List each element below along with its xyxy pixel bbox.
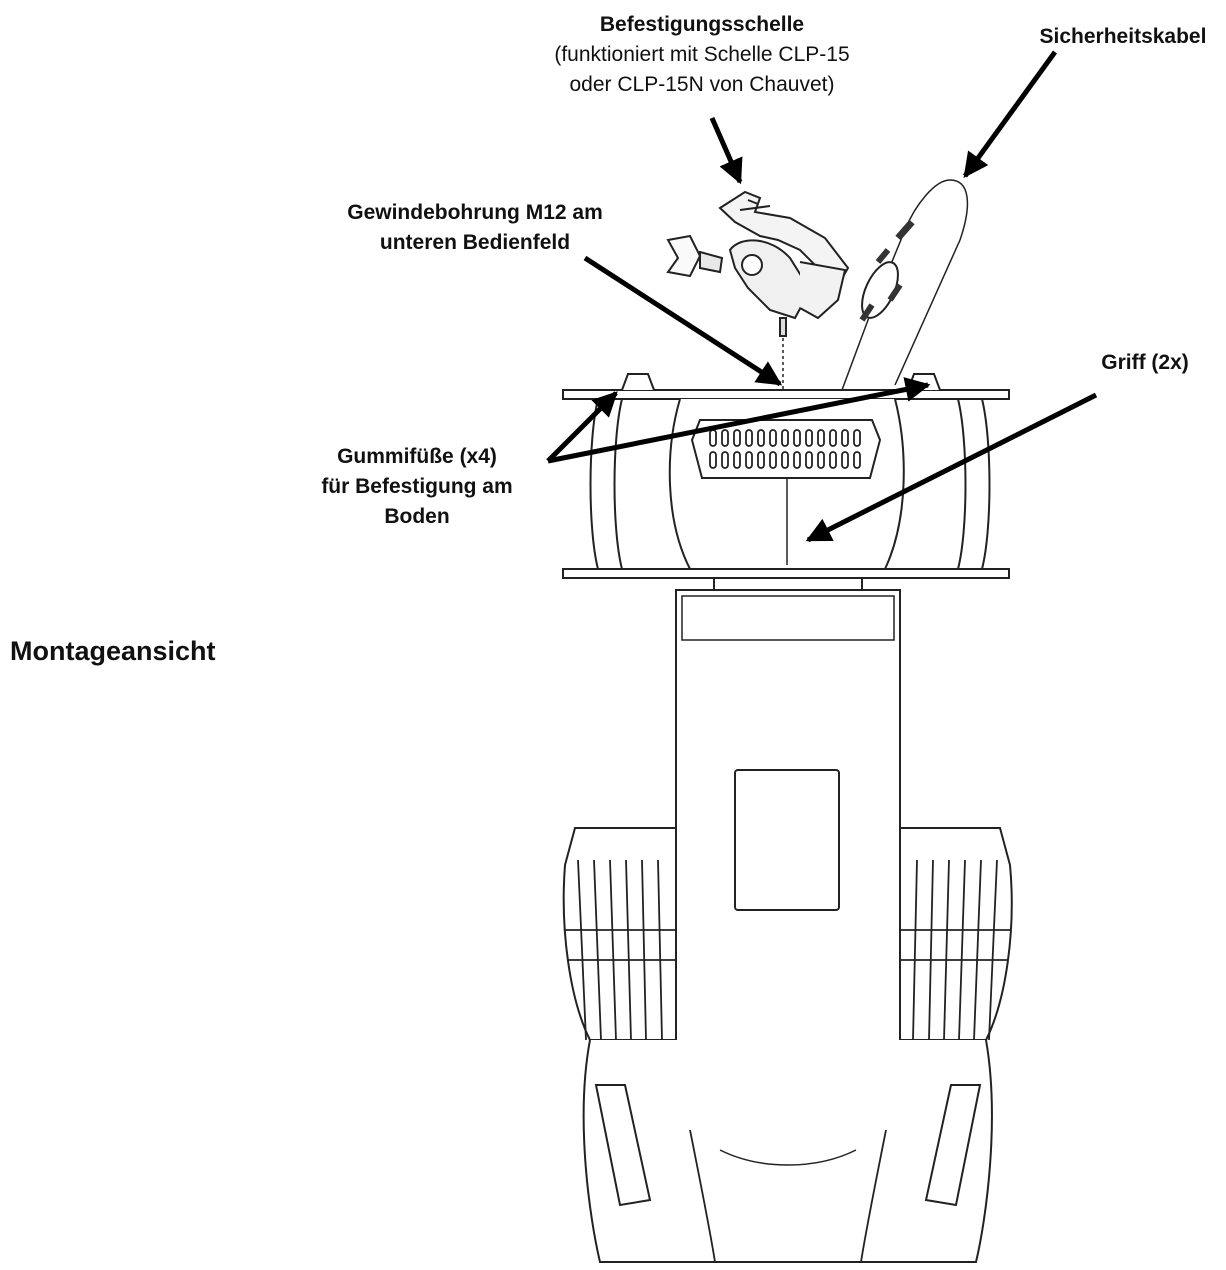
thread-line-1: Gewindebohrung M12 am — [347, 201, 603, 224]
thread-line-2: unteren Bedienfeld — [379, 231, 571, 254]
clamp-title: Befestigungsschelle — [599, 13, 805, 36]
handle-text: Griff (2x) — [1101, 351, 1189, 374]
arrow-clamp — [709, 116, 743, 185]
safety-cable-label: Sicherheitskabel — [1020, 22, 1226, 52]
thread-label: Gewindebohrung M12 am unteren Bedienfeld — [300, 198, 650, 258]
vent-slots — [709, 429, 861, 469]
safety-cable-drawing — [841, 179, 969, 391]
clamp-drawing — [666, 190, 850, 390]
arrow-foot-left — [546, 391, 618, 463]
safety-cable-text: Sicherheitskabel — [1039, 25, 1207, 48]
clamp-note-line-1: (funktioniert mit Schelle CLP-15 — [554, 43, 850, 66]
feet-line-1: Gummifüße (x4) — [337, 445, 497, 468]
arrow-thread — [583, 255, 783, 387]
view-title: Montageansicht — [10, 636, 216, 666]
feet-line-2: für Befestigung am — [321, 475, 513, 498]
yoke-arm — [675, 577, 901, 1132]
top-plate-assembly — [562, 373, 1010, 579]
arrow-safety-cable — [962, 50, 1058, 179]
arrow-foot-right — [547, 377, 931, 464]
arrow-handle — [805, 392, 1098, 543]
leader-arrows — [546, 50, 1098, 543]
clamp-note-line-2: oder CLP-15N von Chauvet) — [569, 73, 835, 96]
rubber-feet-label: Gummifüße (x4) für Befestigung am Boden — [282, 442, 552, 532]
moving-head — [562, 827, 1013, 1263]
clamp-label: Befestigungsschelle (funktioniert mit Sc… — [492, 10, 912, 100]
handle-label: Griff (2x) — [1080, 348, 1210, 378]
feet-line-3: Boden — [384, 505, 450, 528]
